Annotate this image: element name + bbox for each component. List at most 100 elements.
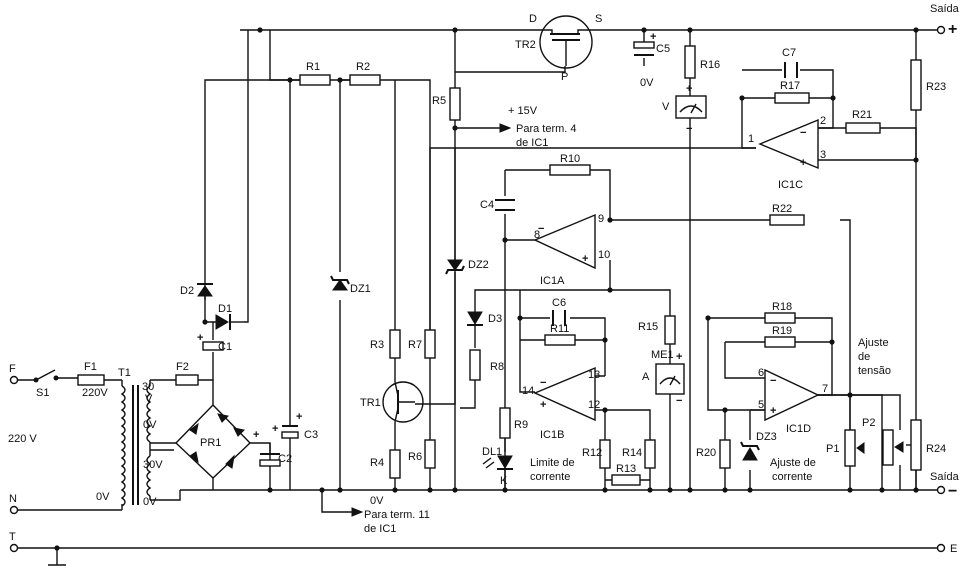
svg-text:+: +: [800, 157, 806, 169]
resistor-r4: [389, 449, 401, 479]
fuse-f1: [77, 374, 105, 386]
label-e: E: [950, 543, 957, 555]
svg-text:+: +: [197, 332, 203, 344]
label-r12: R12: [582, 447, 602, 459]
label-limite-1: Limite de: [530, 457, 575, 469]
label-r8: R8: [490, 361, 504, 373]
label-pin9: 9: [598, 213, 604, 225]
label-r16: R16: [700, 59, 720, 71]
diode-d2: [197, 283, 213, 300]
label-plus15: + 15V: [508, 105, 538, 117]
label-ajuste-t3: tensão: [858, 365, 891, 377]
label-pin8: 8: [534, 229, 540, 241]
label-c4: C4: [480, 199, 494, 211]
resistor-r8: [469, 349, 481, 381]
label-c7: C7: [782, 47, 796, 59]
opamp-ic1c: [758, 118, 819, 170]
svg-text:−: −: [540, 377, 546, 389]
zener-dz1: [330, 275, 350, 291]
resistors: [299, 45, 922, 486]
label-c1: C1: [218, 341, 232, 353]
label-ajuste-c1: Ajuste de: [770, 457, 816, 469]
resistor-r19: [764, 336, 796, 348]
label-ic1b: IC1B: [540, 429, 564, 441]
switch-s1: [33, 369, 59, 383]
terminal-f: [9, 375, 19, 385]
label-ic1d: IC1D: [786, 423, 811, 435]
capacitor-c1: [202, 341, 224, 351]
label-pin5: 5: [758, 399, 764, 411]
label-pin3: 3: [820, 149, 826, 161]
label-r13: R13: [616, 463, 636, 475]
resistor-r3: [389, 329, 401, 359]
label-r2: R2: [356, 61, 370, 73]
svg-text:+: +: [540, 399, 546, 411]
label-pin10: 10: [598, 249, 610, 261]
resistor-r17: [774, 92, 810, 104]
label-s: S: [595, 13, 602, 25]
label-s1: S1: [36, 387, 49, 399]
resistor-r13: [611, 474, 641, 486]
polarity-markers: + + + + + + − − + + − − + − + − +: [197, 31, 806, 441]
label-tap-0v-b: 0V: [143, 496, 157, 508]
label-tap-30a: 30: [142, 381, 154, 393]
label-tr2: TR2: [515, 39, 536, 51]
label-pin13: 13: [588, 369, 600, 381]
label-tap-v: V: [145, 393, 153, 405]
label-saida-bot-minus: −: [948, 483, 957, 500]
label-220v-primary: 220V: [82, 387, 108, 399]
label-c5-0v: 0V: [640, 77, 654, 89]
capacitor-c7: [784, 62, 798, 78]
label-r24: R24: [926, 443, 946, 455]
zener-dz3: [740, 441, 760, 461]
label-220v-in: 220 V: [8, 433, 37, 445]
diode-d1: [215, 314, 244, 330]
capacitor-c3: [281, 425, 299, 445]
label-d2: D2: [180, 285, 194, 297]
label-r18: R18: [772, 301, 792, 313]
label-r23: R23: [926, 81, 946, 93]
terminal-t: [9, 543, 19, 553]
label-term4-1: Para term. 4: [516, 123, 577, 135]
label-r20: R20: [696, 447, 716, 459]
label-r15: R15: [638, 321, 658, 333]
resistor-r1: [299, 74, 331, 86]
resistor-r15: [664, 315, 676, 345]
resistor-r9: [499, 407, 511, 439]
label-c2: C2: [278, 453, 292, 465]
label-v: V: [662, 101, 670, 113]
ammeter-me1: [655, 363, 685, 395]
wiring: [14, 29, 938, 566]
resistor-r21: [845, 122, 881, 134]
zener-dz2: [445, 259, 465, 275]
label-r11: R11: [550, 323, 569, 335]
svg-text:+: +: [272, 423, 278, 435]
label-k: K: [500, 475, 508, 487]
label-tap-30b: 30V: [143, 459, 163, 471]
junction-dots: [54, 27, 919, 551]
label-c5: C5: [656, 43, 670, 55]
label-c6: C6: [552, 297, 566, 309]
resistor-r22: [769, 214, 805, 226]
terminal-n: [9, 505, 19, 515]
label-tap-0v: 0V: [143, 419, 157, 431]
capacitor-c2: [259, 443, 281, 467]
svg-text:+: +: [296, 411, 302, 423]
label-a: A: [642, 371, 650, 383]
led-dl1: [482, 455, 513, 470]
label-p2: P2: [862, 417, 875, 429]
label-f2: F2: [176, 361, 189, 373]
svg-text:−: −: [676, 395, 682, 407]
resistor-r10: [549, 164, 591, 176]
label-ic1c: IC1C: [778, 179, 803, 191]
label-d1: D1: [218, 303, 232, 315]
terminal-out-minus: [936, 485, 946, 495]
label-saida-bot: Saída: [930, 471, 960, 483]
label-ajuste-t2: de: [858, 351, 870, 363]
resistor-r23: [910, 59, 922, 111]
resistor-r24: [910, 419, 922, 471]
label-r6: R6: [408, 451, 422, 463]
labels: F F1 S1 220 V N T T1 220V 0V 30 V 0V 30V…: [8, 3, 960, 555]
label-pin7: 7: [822, 383, 828, 395]
resistor-r18: [764, 312, 796, 324]
